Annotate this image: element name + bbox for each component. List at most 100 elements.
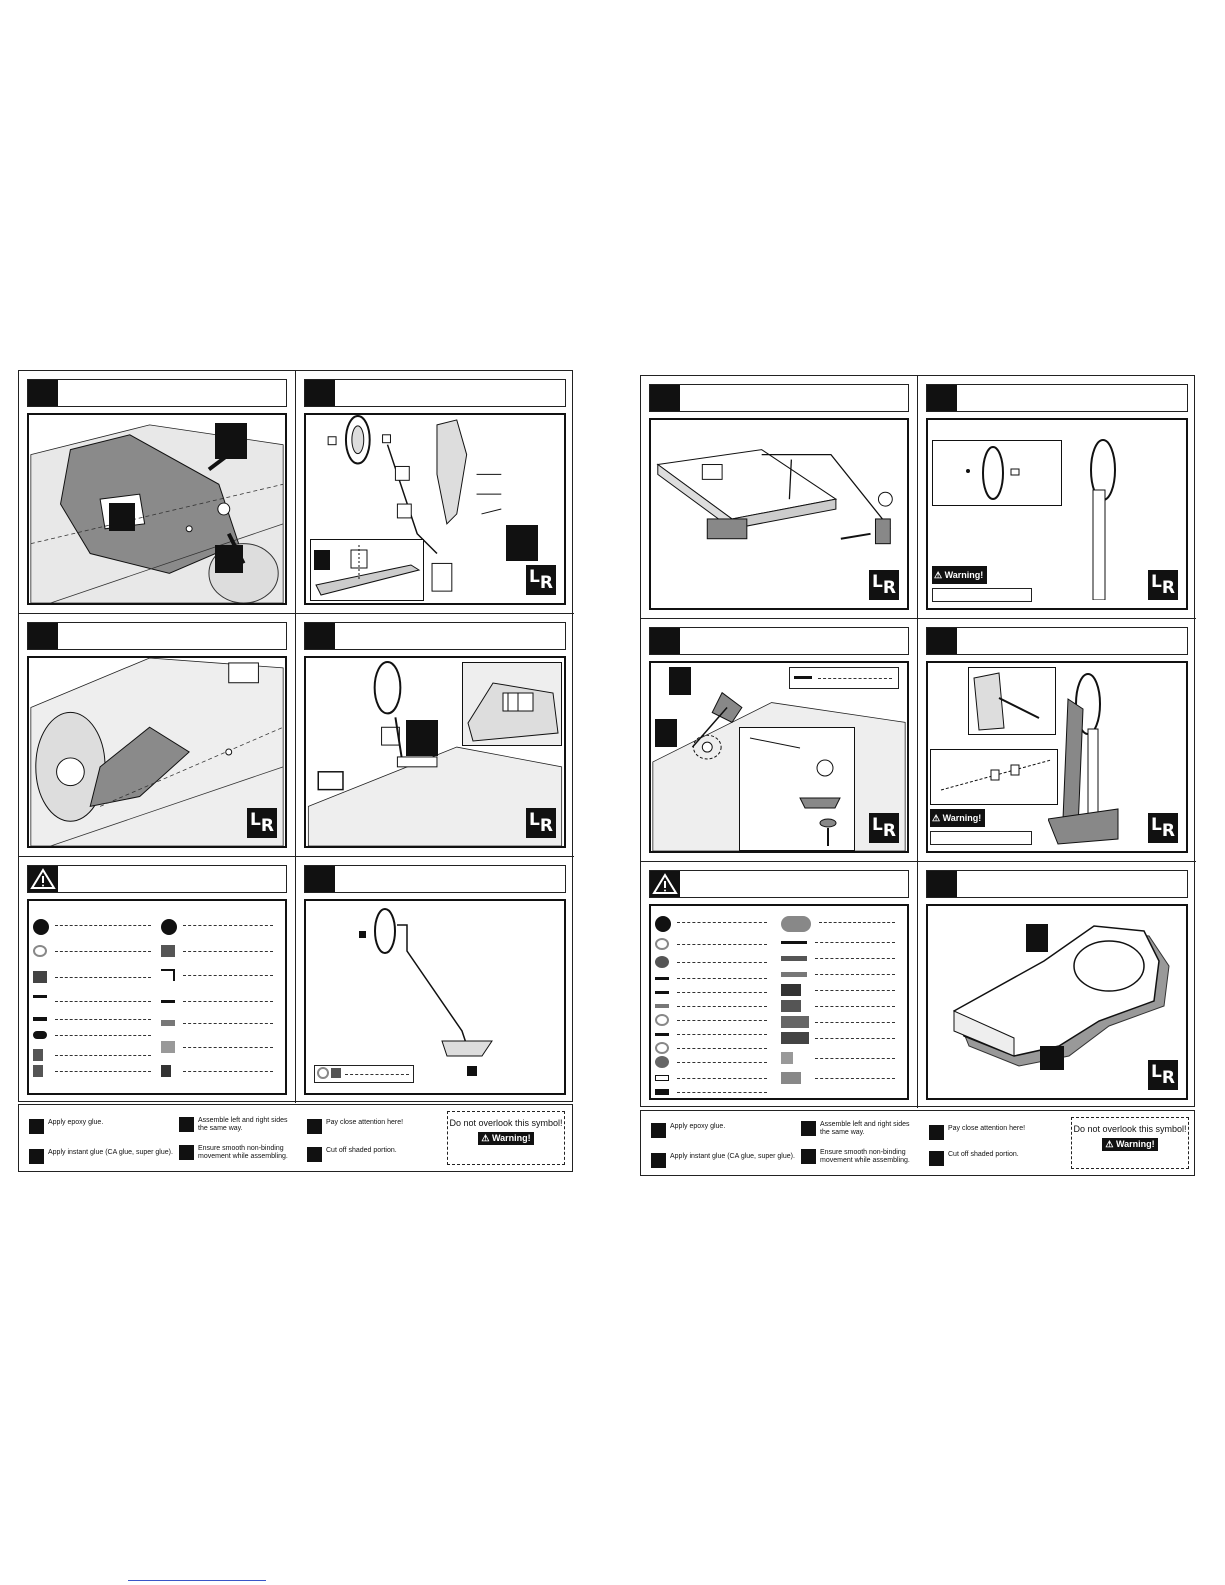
step-number-block [28, 380, 58, 406]
inset-detail-box [968, 667, 1056, 735]
step-figure-strut-assembly [304, 899, 566, 1095]
instant-glue-icon [669, 667, 691, 695]
part-row [655, 986, 767, 998]
epoxy-glue-icon [215, 423, 247, 459]
inset-steering-arm-illustration [749, 737, 841, 846]
epoxy-glue-icon [29, 1119, 44, 1134]
legend-attention: Pay close attention here! [307, 1119, 403, 1134]
overlook-text: Do not overlook this symbol! [1073, 1124, 1187, 1134]
parts-list-cell [641, 862, 918, 1108]
part-row [655, 1056, 767, 1068]
tail-gear-strut-illustration [1048, 673, 1119, 845]
legend-assemble-lr: Assemble left and right sides the same w… [801, 1121, 911, 1137]
warning-note-box [932, 588, 1032, 602]
step-header [304, 622, 566, 650]
step-header [304, 865, 566, 893]
landing-gear-exploded-illustration [327, 415, 502, 592]
part-row [33, 945, 151, 957]
pointing-hand-icon [307, 1119, 322, 1134]
legend-smooth: Ensure smooth non-binding movement while… [179, 1145, 289, 1161]
symbol-legend-left: Apply epoxy glue. Apply instant glue (CA… [18, 1104, 573, 1172]
part-row [33, 1049, 151, 1061]
legend-attention: Pay close attention here! [929, 1125, 1025, 1140]
step-header [926, 627, 1188, 655]
step-header [649, 627, 909, 655]
instant-glue-icon [29, 1149, 44, 1164]
part-row [781, 1016, 895, 1028]
warning-badge: ⚠ Warning! [930, 809, 986, 827]
inset-hinge-illustration [315, 545, 421, 596]
parts-header [27, 865, 287, 893]
part-row [655, 1042, 767, 1054]
step-figure-wing-center [27, 413, 287, 605]
wheel-pant-illustration [953, 925, 1170, 1067]
inset-exploded-illustration [940, 759, 1052, 791]
warning-note-box [930, 831, 1032, 845]
fuselage-mount-illustration [30, 658, 284, 846]
legend-instant: Apply instant glue (CA glue, super glue)… [651, 1153, 795, 1168]
part-row [161, 1065, 273, 1077]
part-row [655, 1072, 767, 1084]
cut-shaded-icon [1040, 1046, 1064, 1070]
part-row [161, 969, 273, 981]
part-row [33, 1065, 151, 1077]
warning-badge: ⚠ Warning! [1102, 1138, 1158, 1151]
strut-assembly-illustration [359, 908, 493, 1076]
warning-notice-box: Do not overlook this symbol! ⚠ Warning! [1071, 1117, 1189, 1169]
step-number-block [305, 380, 335, 406]
part-row [781, 916, 895, 932]
part-row [781, 1000, 895, 1012]
part-row [781, 968, 895, 980]
smooth-movement-icon [801, 1149, 816, 1164]
bottom-hyperlink-underline[interactable] [128, 1580, 266, 1581]
part-row [781, 952, 895, 964]
instant-glue-icon [651, 1153, 666, 1168]
inset-detail-box [930, 749, 1058, 805]
parts-header [649, 870, 909, 898]
step-number-block [28, 623, 58, 649]
inset-detail-box [932, 440, 1062, 506]
step-number-block [927, 385, 957, 411]
parts-list-box [27, 899, 287, 1095]
step-header [27, 379, 287, 407]
gear-install-illustration [307, 660, 563, 846]
inset-wheel-illustration [966, 446, 1020, 500]
legend-cut: Cut off shaded portion. [307, 1147, 397, 1162]
part-row [655, 1000, 767, 1012]
step-header [304, 379, 566, 407]
inset-mount-illustration [973, 672, 1040, 731]
step-number-block [650, 385, 680, 411]
overlook-text: Do not overlook this symbol! [449, 1118, 563, 1128]
instant-glue-icon [1026, 924, 1048, 952]
inset-detail-box [462, 662, 562, 746]
step-number-block [650, 628, 680, 654]
warning-badge: ⚠ Warning! [478, 1132, 534, 1145]
servo-pushrod-illustration [656, 449, 893, 545]
epoxy-glue-icon [314, 550, 330, 570]
step-number-block [305, 623, 335, 649]
parts-list-cell [19, 857, 296, 1103]
part-row [33, 995, 151, 1007]
caution-icon-block [650, 871, 680, 897]
part-row [161, 1041, 273, 1053]
part-row [781, 936, 895, 948]
part-row [33, 919, 151, 935]
part-row [655, 916, 767, 932]
